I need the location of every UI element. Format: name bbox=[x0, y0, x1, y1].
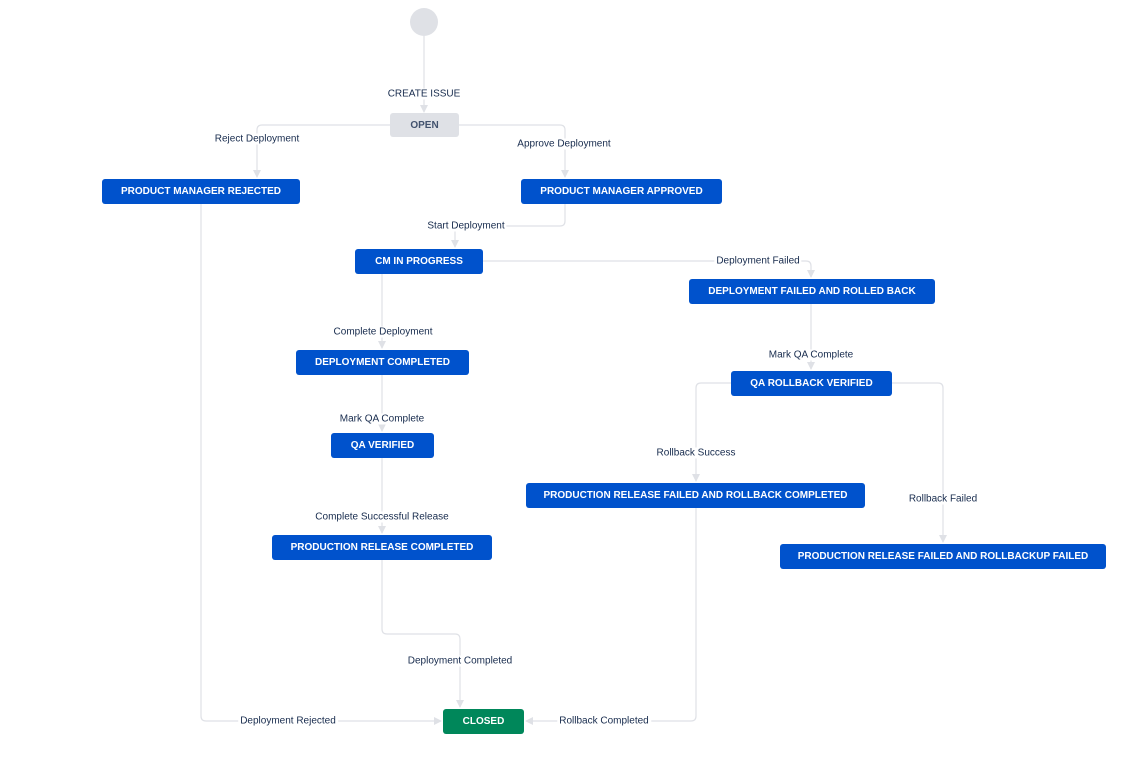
status-qa-rollback-verified[interactable]: QA ROLLBACK VERIFIED bbox=[731, 371, 892, 396]
transition-label-reject-deployment[interactable]: Reject Deployment bbox=[212, 133, 302, 145]
status-deployment-completed[interactable]: DEPLOYMENT COMPLETED bbox=[296, 350, 469, 375]
status-qa-verified[interactable]: QA VERIFIED bbox=[331, 433, 434, 458]
transition-label-deployment-completed[interactable]: Deployment Completed bbox=[405, 655, 515, 667]
status-closed[interactable]: CLOSED bbox=[443, 709, 524, 734]
edge-rollback-failed bbox=[892, 382, 947, 543]
transition-label-rollback-failed[interactable]: Rollback Failed bbox=[906, 493, 980, 505]
edge-deployment-completed bbox=[381, 560, 464, 708]
status-open[interactable]: OPEN bbox=[390, 113, 459, 137]
transition-label-rollback-completed[interactable]: Rollback Completed bbox=[557, 715, 651, 727]
status-production-release-failed-rollback-completed[interactable]: PRODUCTION RELEASE FAILED AND ROLLBACK C… bbox=[526, 483, 865, 508]
transition-label-complete-successful-release[interactable]: Complete Successful Release bbox=[313, 511, 451, 523]
status-production-release-completed[interactable]: PRODUCTION RELEASE COMPLETED bbox=[272, 535, 492, 560]
transition-label-create-issue[interactable]: CREATE ISSUE bbox=[385, 88, 463, 100]
edge-reject-deployment bbox=[253, 124, 390, 178]
transition-label-deployment-rejected[interactable]: Deployment Rejected bbox=[238, 715, 338, 727]
edge-approve-deployment bbox=[459, 124, 569, 178]
transition-label-complete-deployment[interactable]: Complete Deployment bbox=[331, 326, 435, 338]
transition-label-approve-deployment[interactable]: Approve Deployment bbox=[515, 138, 613, 150]
edge-rollback-completed bbox=[525, 508, 697, 725]
transition-label-start-deployment[interactable]: Start Deployment bbox=[425, 220, 507, 232]
status-cm-in-progress[interactable]: CM IN PROGRESS bbox=[355, 249, 483, 274]
edge-deployment-failed bbox=[483, 260, 815, 278]
edge-deployment-rejected bbox=[200, 204, 442, 725]
start-node bbox=[410, 8, 438, 36]
transition-label-mark-qa-complete-rollback[interactable]: Mark QA Complete bbox=[766, 349, 856, 361]
status-product-manager-rejected[interactable]: PRODUCT MANAGER REJECTED bbox=[102, 179, 300, 204]
transition-label-mark-qa-complete[interactable]: Mark QA Complete bbox=[337, 413, 427, 425]
transition-label-deployment-failed[interactable]: Deployment Failed bbox=[714, 255, 802, 267]
status-deployment-failed-rolled-back[interactable]: DEPLOYMENT FAILED AND ROLLED BACK bbox=[689, 279, 935, 304]
status-product-manager-approved[interactable]: PRODUCT MANAGER APPROVED bbox=[521, 179, 722, 204]
status-production-release-failed-rollbackup-failed[interactable]: PRODUCTION RELEASE FAILED AND ROLLBACKUP… bbox=[780, 544, 1106, 569]
transition-label-rollback-success[interactable]: Rollback Success bbox=[654, 447, 738, 459]
edge-rollback-success bbox=[692, 382, 731, 482]
